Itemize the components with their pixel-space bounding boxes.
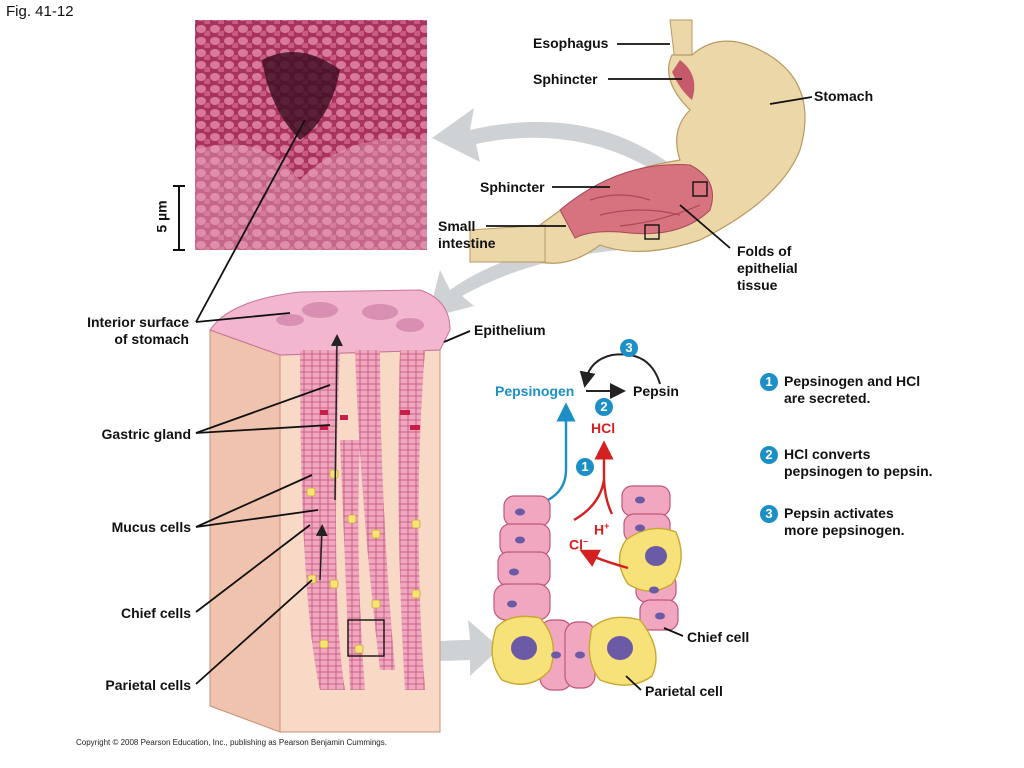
stomach-label: Stomach <box>814 88 874 104</box>
folds-label-3: tissue <box>737 277 778 293</box>
legend-step-3-line1: Pepsin activates <box>784 505 894 521</box>
feedback-arrow <box>579 353 661 388</box>
stomach-organ <box>469 19 806 264</box>
interior-surface-label-2: of stomach <box>114 331 189 347</box>
small-intestine-label-2: intestine <box>438 235 496 251</box>
h-ion-charge: + <box>604 521 610 531</box>
legend-step-1-line1: Pepsinogen and HCl <box>784 373 921 389</box>
legend-step-2-line2: pepsinogen to pepsin. <box>784 463 933 479</box>
h-ion-symbol: H <box>594 521 605 538</box>
h-ion-label: H+ <box>594 518 609 539</box>
cl-ion-charge: – <box>583 536 589 546</box>
gastric-gland-label: Gastric gland <box>101 426 191 442</box>
interior-surface-label-1: Interior surface <box>87 314 189 330</box>
cl-ion-label: Cl– <box>569 533 588 554</box>
h-ion-arrow <box>579 549 629 570</box>
pepsinogen-label: Pepsinogen <box>495 383 575 399</box>
chief-cell-label: Chief cell <box>687 629 750 645</box>
scale-bar <box>173 185 185 251</box>
chief-cells-label: Chief cells <box>120 605 191 621</box>
sphincter-top-label: Sphincter <box>533 71 598 87</box>
step-marker-one: 1 <box>576 458 594 476</box>
cl-ion-symbol: Cl <box>569 536 583 553</box>
epithelium-label: Epithelium <box>474 322 546 338</box>
tissue-block <box>209 289 451 733</box>
figure-label: Fig. 41-12 <box>6 3 74 20</box>
legend-marker-1: 1 <box>760 373 778 391</box>
pepsin-label: Pepsin <box>633 383 679 399</box>
pepsinogen-secretion-arrow <box>547 402 576 502</box>
sphincter-bottom-label: Sphincter <box>480 179 545 195</box>
legend-step-2-line1: HCl converts <box>784 446 871 462</box>
sem-micrograph <box>195 20 427 250</box>
step-marker-two: 2 <box>595 398 613 416</box>
legend-step-3-line2: more pepsinogen. <box>784 522 905 538</box>
zoom-arrow-bottom <box>388 620 500 676</box>
zoom-arrow-top <box>432 108 690 188</box>
legend-marker-3: 3 <box>760 505 778 523</box>
scale-bar-label: 5 µm <box>153 200 170 233</box>
mucus-cells-label: Mucus cells <box>111 519 191 535</box>
folds-label-2: epithelial <box>737 260 798 276</box>
folds-label-1: Folds of <box>737 243 792 259</box>
esophagus-label: Esophagus <box>533 35 609 51</box>
copyright-notice: Copyright © 2008 Pearson Education, Inc.… <box>76 738 387 747</box>
parietal-cell-label: Parietal cell <box>645 683 723 699</box>
legend-marker-2: 2 <box>760 446 778 464</box>
cell-cluster <box>491 485 682 691</box>
legend-step-1-line2: are secreted. <box>784 390 871 406</box>
step-marker-three: 3 <box>620 339 638 357</box>
hcl-label: HCl <box>591 420 616 436</box>
parietal-cells-label: Parietal cells <box>105 677 191 693</box>
small-intestine-label-1: Small <box>438 218 476 234</box>
